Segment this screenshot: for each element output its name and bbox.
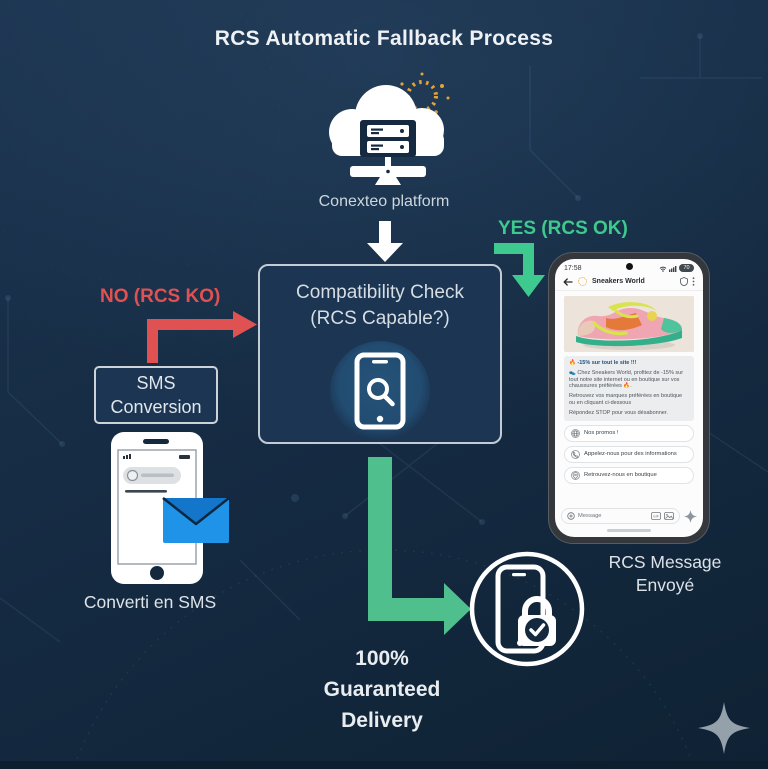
message-paragraph: Répondez STOP pour vous désabonner. [569,409,668,416]
rcs-caption-line2: Envoyé [635,575,695,595]
cloud-platform-icon [329,72,450,185]
bottom-strip [0,761,768,769]
battery-indicator: 70 [679,264,694,272]
globe-icon [571,428,580,438]
location-icon [571,470,580,480]
brand-logo [578,277,587,286]
delivery-text: 100% Guaranteed Delivery [282,643,482,736]
back-arrow-icon[interactable] [563,277,573,286]
sms-box-line1: SMS [136,373,176,393]
check-line2: (RCS Capable?) [310,308,450,329]
rcs-phone-mockup: 17:58 70 Sneakers World [548,252,710,544]
sneaker-image [564,296,694,352]
suggestion-button-store[interactable]: Retrouvez-nous en boutique [564,466,694,484]
shield-icon [680,277,688,286]
message-paragraph: 👟 Chez Sneakers World, profitez de -15% … [569,369,684,390]
delivery-line3: Delivery [341,709,423,732]
status-bar: 17:58 70 [555,259,703,272]
delivery-line2: Guaranteed [323,678,441,701]
wifi-icon [659,266,667,272]
composer-bar: Message GIF [561,508,697,524]
yes-arrow [494,243,545,297]
status-time: 17:58 [564,264,582,272]
image-icon[interactable] [664,512,674,520]
send-sparkle-icon[interactable] [684,509,697,523]
message-title: 🔥 -15% sur tout le site !!! [569,360,637,366]
delivery-line1: 100% [355,647,409,670]
contact-name: Sneakers World [592,278,645,285]
sms-conversion-box: SMS Conversion [94,366,218,424]
compatibility-check-box: Compatibility Check (RCS Capable?) [258,264,502,444]
phone-search-icon [354,352,406,430]
no-arrow [147,311,257,363]
suggestion-label: Retrouvez-nous en boutique [584,472,657,479]
secure-delivery-icon [469,551,585,667]
yes-branch-label: YES (RCS OK) [498,218,628,239]
rcs-message-bubble: 🔥 -15% sur tout le site !!! 👟 Chez Sneak… [564,356,694,421]
rcs-caption-line1: RCS Message [608,552,722,572]
decoration-sparkle-icon [698,702,750,754]
message-input[interactable]: Message GIF [561,508,680,524]
suggestion-label: Appelez-nous pour des informations [584,451,677,458]
plus-icon[interactable] [567,512,575,520]
suggestion-label: Nos promos ! [584,430,619,437]
gif-icon[interactable]: GIF [651,512,661,520]
page-title: RCS Automatic Fallback Process [214,27,554,50]
no-branch-label: NO (RCS KO) [100,286,221,307]
sms-caption: Converti en SMS [83,592,217,612]
chat-header: Sneakers World [555,272,703,291]
suggestion-button-call[interactable]: Appelez-nous pour des informations [564,445,694,463]
svg-text:GIF: GIF [653,515,660,519]
envelope-icon [162,497,230,543]
check-circle [330,341,430,441]
message-paragraph: Retrouvez vos marques préférées en bouti… [569,393,683,406]
sms-box-line2: Conversion [110,397,202,417]
home-indicator [607,529,651,532]
rcs-phone-screen: 17:58 70 Sneakers World [555,259,703,537]
suggestion-button-promos[interactable]: Nos promos ! [564,424,694,442]
delivery-arrow [368,457,471,635]
camera-punch-hole [625,263,633,270]
rcs-caption: RCS Message Envoyé [570,551,760,597]
input-placeholder: Message [578,513,602,519]
check-line1: Compatibility Check [296,282,464,303]
signal-icon [669,265,677,272]
menu-dots-icon[interactable] [692,277,695,286]
sms-phone-icon [111,432,230,584]
platform-label: Conexteo platform [318,193,450,210]
phone-icon [571,449,580,459]
down-arrow-icon [367,221,403,262]
